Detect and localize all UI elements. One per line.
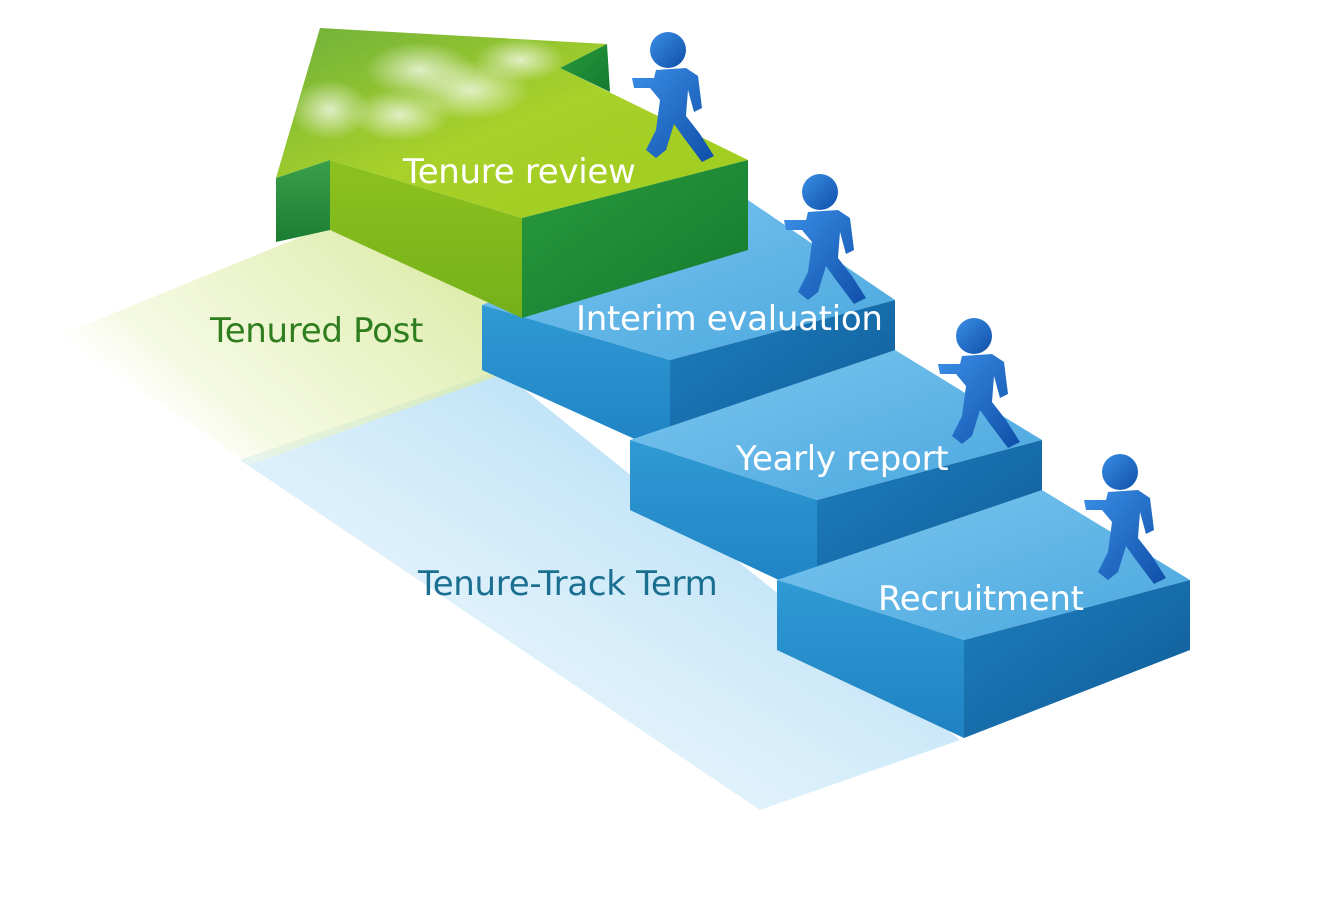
walking-person-icon	[938, 318, 1020, 448]
step-label-interim-evaluation: Interim evaluation	[576, 299, 883, 339]
step-recruitment	[777, 490, 1190, 738]
zone-label-tenured-post: Tenured Post	[210, 311, 424, 351]
cloud-icon	[290, 38, 565, 141]
tenure-track-floor-shadow	[240, 370, 960, 810]
arrow-tenure-review	[276, 28, 748, 318]
walking-person-icon	[632, 32, 714, 162]
step-label-yearly-report: Yearly report	[736, 439, 949, 479]
tenured-floor-shadow	[60, 225, 520, 465]
walking-person-icon	[784, 174, 866, 304]
zone-label-tenure-track-term: Tenure-Track Term	[418, 564, 718, 604]
walking-person-icon	[1084, 454, 1166, 584]
step-label-tenure-review: Tenure review	[403, 152, 636, 192]
step-label-recruitment: Recruitment	[878, 579, 1084, 619]
